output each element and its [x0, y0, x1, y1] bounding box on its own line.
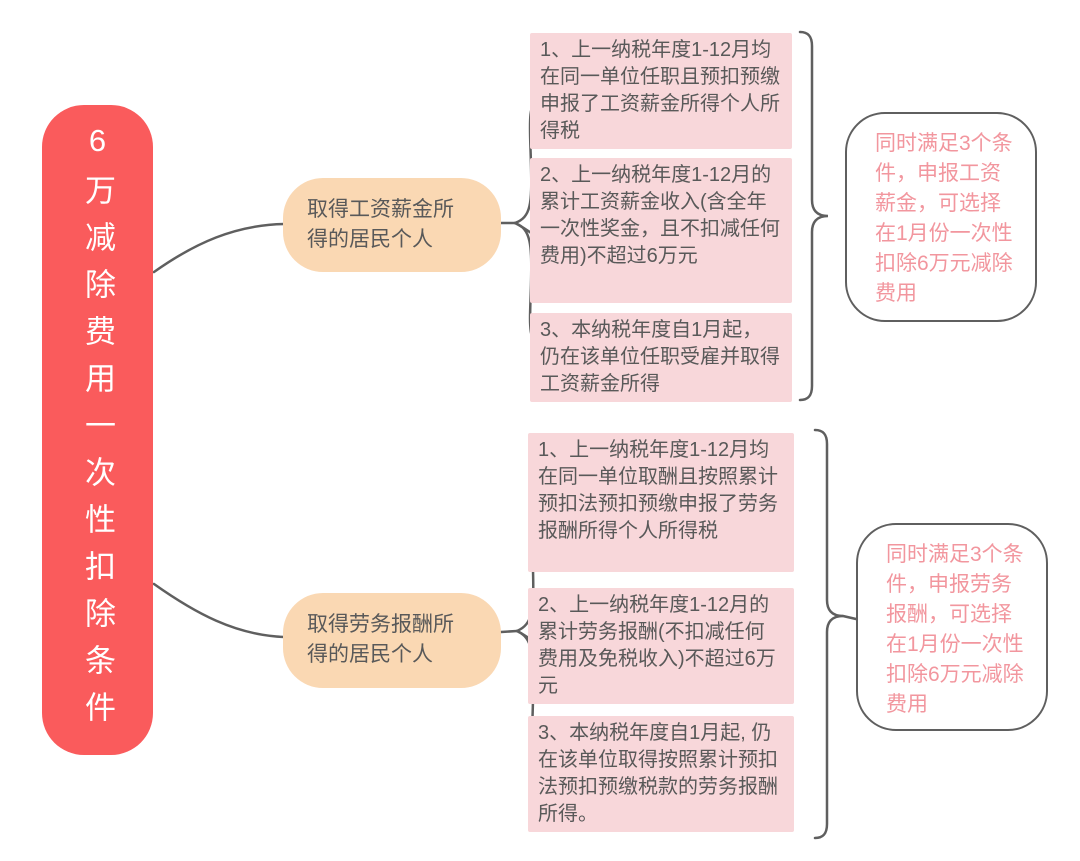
condition-card-salary-1: 1、上一纳税年度1-12月均在同一单位任职且预扣预缴申报了工资薪金所得个人所得税: [530, 33, 792, 149]
brace-labor: [813, 428, 844, 840]
root-node: 6万减除费用一次性扣除条件: [42, 105, 153, 755]
curve-root-to-labor: [152, 582, 286, 639]
result-note-labor: 同时满足3个条件，申报劳务报酬，可选择在1月份一次性扣除6万元减除费用: [856, 523, 1048, 731]
result-note-salary: 同时满足3个条件，申报工资薪金，可选择在1月份一次性扣除6万元减除费用: [845, 112, 1037, 322]
branch-node-salary: 取得工资薪金所得的居民个人: [283, 178, 501, 272]
fork-labor-stub: [499, 629, 519, 634]
condition-card-labor-1: 1、上一纳税年度1-12月均在同一单位取酬且按照累计预扣法预扣预缴申报了劳务报酬…: [528, 433, 794, 572]
branch-node-labor: 取得劳务报酬所得的居民个人: [283, 593, 501, 688]
condition-card-labor-3: 3、本纳税年度自1月起, 仍在该单位取得按照累计预扣法预扣预缴税款的劳务报酬所得…: [528, 716, 794, 832]
brace-salary: [798, 30, 829, 402]
condition-card-salary-3: 3、本纳税年度自1月起，仍在该单位任职受雇并取得工资薪金所得: [530, 313, 792, 402]
brace-labor-stub: [841, 614, 858, 621]
curve-root-to-salary: [152, 222, 286, 274]
condition-card-labor-2: 2、上一纳税年度1-12月的累计劳务报酬(不扣减任何费用及免税收入)不超过6万元: [528, 588, 794, 704]
condition-card-salary-2: 2、上一纳税年度1-12月的累计工资薪金收入(含全年一次性奖金，且不扣减任何费用…: [530, 158, 792, 303]
